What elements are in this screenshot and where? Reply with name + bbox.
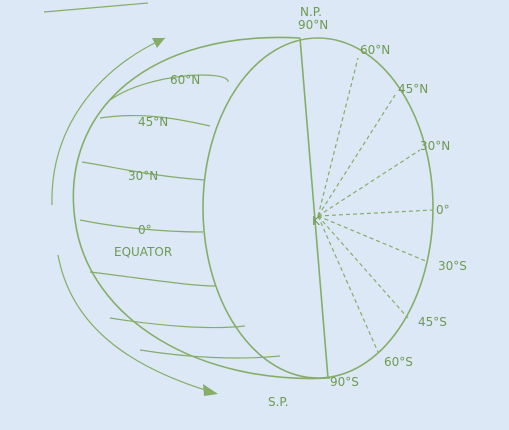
ray-45s — [317, 215, 409, 319]
ray-60n — [317, 57, 359, 217]
label-left-45n: 45°N — [138, 115, 168, 129]
parallel-30s-line — [89, 271, 216, 287]
label-right-30n: 30°N — [420, 139, 450, 153]
label-left-30n: 30°N — [128, 169, 158, 183]
latitude-rays — [317, 57, 434, 353]
label-right-45n: 45°N — [398, 82, 428, 96]
parallel-45n-line — [99, 114, 211, 127]
parallel-30n-line — [81, 161, 206, 181]
ray-30s — [317, 215, 429, 263]
arrow-head-lower — [203, 384, 218, 396]
label-left-0: 0° — [138, 223, 152, 237]
polar-axis — [299, 37, 329, 379]
label-right-30s: 30°S — [438, 259, 467, 273]
ray-0 — [317, 209, 434, 217]
globe-outline — [72, 36, 331, 380]
parallel-45s-line — [109, 317, 246, 329]
label-np-bottom: 90°N — [298, 18, 328, 32]
top-left-stroke — [43, 2, 149, 13]
label-sp: S.P. — [268, 395, 289, 409]
equator-line — [79, 219, 204, 233]
label-center: K — [312, 214, 321, 228]
ray-30n — [317, 149, 421, 217]
label-np-top: N.P. — [300, 5, 322, 19]
label-right-60n: 60°N — [360, 43, 390, 57]
label-right-45s: 45°S — [418, 315, 447, 329]
label-right-60s: 60°S — [384, 355, 413, 369]
label-right-0: 0° — [436, 203, 450, 217]
arrow-head-upper — [152, 38, 165, 48]
label-equator: EQUATOR — [114, 245, 172, 259]
label-90s: 90°S — [330, 375, 359, 389]
parallel-60n-line — [109, 74, 229, 101]
ray-45n — [317, 94, 396, 217]
label-left-60n: 60°N — [170, 73, 200, 87]
cross-section-ellipse — [202, 37, 434, 379]
rotation-arrow-lower — [57, 254, 216, 394]
ray-60s — [317, 215, 379, 353]
rotation-arrow-upper — [51, 37, 166, 206]
parallel-60s-line — [139, 349, 281, 359]
